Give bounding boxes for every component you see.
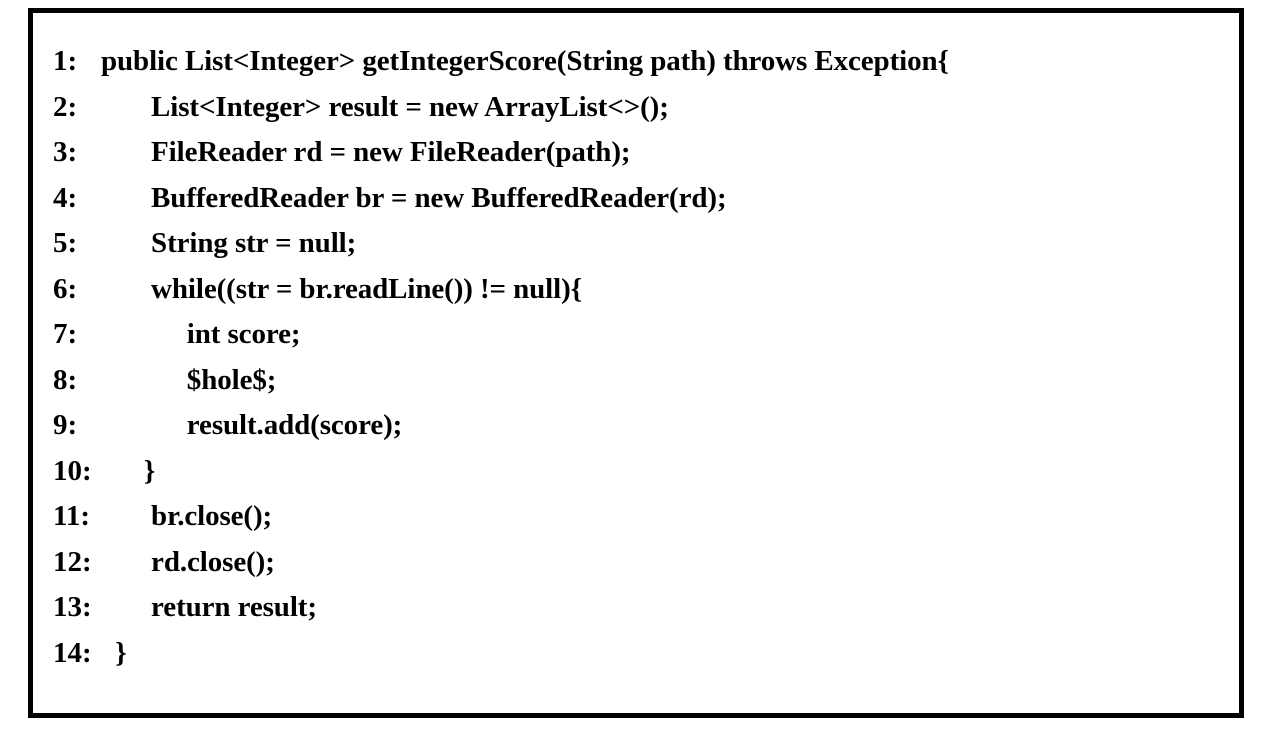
line-code: String str = null;: [101, 227, 357, 259]
line-number: 5:: [53, 227, 78, 259]
line-number: 14:: [53, 636, 92, 669]
line-number: 13:: [53, 591, 92, 623]
line-code: }: [101, 636, 127, 669]
line-number: 3:: [53, 136, 78, 168]
code-line: 1: public List<Integer> getIntegerScore(…: [33, 39, 1239, 85]
code-line: 10: }: [33, 449, 1239, 495]
code-line: 14: }: [33, 631, 1239, 677]
code-listing-body: 1: public List<Integer> getIntegerScore(…: [33, 13, 1239, 676]
line-code: rd.close();: [101, 545, 275, 578]
line-number: 1:: [53, 45, 78, 77]
line-code-hole-placeholder: $hole$;: [101, 363, 277, 396]
code-line: 6: while((str = br.readLine()) != null){: [33, 267, 1239, 313]
code-line: 11: br.close();: [33, 494, 1239, 540]
line-code: }: [101, 454, 156, 487]
code-line: 4: BufferedReader br = new BufferedReade…: [33, 176, 1239, 222]
line-code: result.add(score);: [101, 409, 403, 441]
line-number: 12:: [53, 545, 92, 578]
line-number: 8:: [53, 363, 78, 396]
line-code: br.close();: [101, 500, 273, 532]
line-number: 4:: [53, 181, 78, 214]
line-code: FileReader rd = new FileReader(path);: [101, 136, 631, 168]
code-line: 13: return result;: [33, 585, 1239, 631]
line-code: int score;: [101, 318, 301, 350]
line-number: 10:: [53, 454, 92, 487]
code-line: 7: int score;: [33, 312, 1239, 358]
line-code: public List<Integer> getIntegerScore(Str…: [101, 45, 949, 77]
line-number: 11:: [53, 500, 91, 532]
line-number: 9:: [53, 409, 78, 441]
line-number: 2:: [53, 90, 78, 123]
line-code: while((str = br.readLine()) != null){: [101, 272, 582, 305]
code-line: 9: result.add(score);: [33, 403, 1239, 449]
line-number: 6:: [53, 272, 78, 305]
code-line: 3: FileReader rd = new FileReader(path);: [33, 130, 1239, 176]
code-line: 2: List<Integer> result = new ArrayList<…: [33, 85, 1239, 131]
code-listing-figure: 1: public List<Integer> getIntegerScore(…: [28, 8, 1244, 718]
code-line: 12: rd.close();: [33, 540, 1239, 586]
line-number: 7:: [53, 318, 78, 350]
code-line-hole: 8: $hole$;: [33, 358, 1239, 404]
line-code: return result;: [101, 591, 317, 623]
line-code: BufferedReader br = new BufferedReader(r…: [101, 181, 727, 214]
line-code: List<Integer> result = new ArrayList<>()…: [101, 90, 669, 123]
code-line: 5: String str = null;: [33, 221, 1239, 267]
